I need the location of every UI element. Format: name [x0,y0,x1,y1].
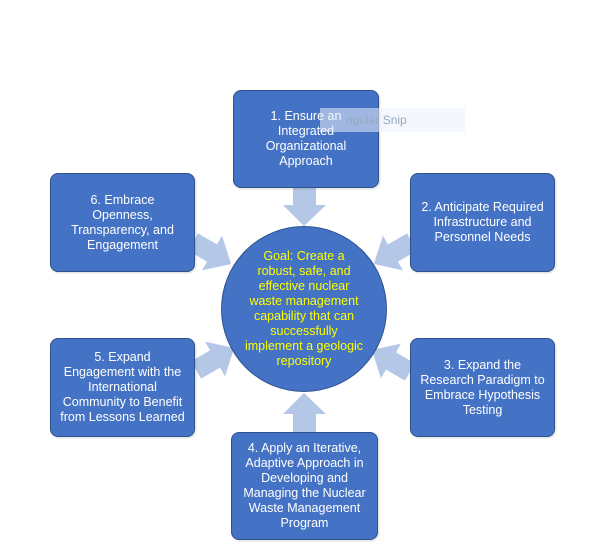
goal-text: Goal: Create a robust, safe, and effecti… [244,249,364,368]
goal-circle: Goal: Create a robust, safe, and effecti… [221,226,387,392]
arrow-from-box-1 [283,188,326,226]
box-1-integrated-approach: 1. Ensure an Integrated Organizational A… [233,90,379,188]
arrow-from-box-6 [188,233,232,271]
box-2-infrastructure-needs: 2. Anticipate Required Infrastructure an… [410,173,555,272]
arrow-from-box-4 [283,393,326,432]
arrow-from-box-5 [191,341,235,379]
box-4-iterative-approach: 4. Apply an Iterative, Adaptive Approach… [231,432,378,540]
box-2-text: 2. Anticipate Required Infrastructure an… [421,200,544,244]
box-1-text: 1. Ensure an Integrated Organizational A… [265,109,347,168]
arrow-from-box-2 [373,233,417,271]
box-3-text: 3. Expand the Research Paradigm to Embra… [420,357,545,417]
box-6-text: 6. Embrace Openness, Transparency, and E… [71,192,174,252]
box-6-openness: 6. Embrace Openness, Transparency, and E… [50,173,195,272]
box-4-text: 4. Apply an Iterative, Adaptive Approach… [243,441,366,530]
arrow-from-box-3 [371,343,415,381]
box-5-text: 5. Expand Engagement with the Internatio… [60,350,185,424]
box-5-international-engagement: 5. Expand Engagement with the Internatio… [50,338,195,437]
box-3-research-paradigm: 3. Expand the Research Paradigm to Embra… [410,338,555,437]
